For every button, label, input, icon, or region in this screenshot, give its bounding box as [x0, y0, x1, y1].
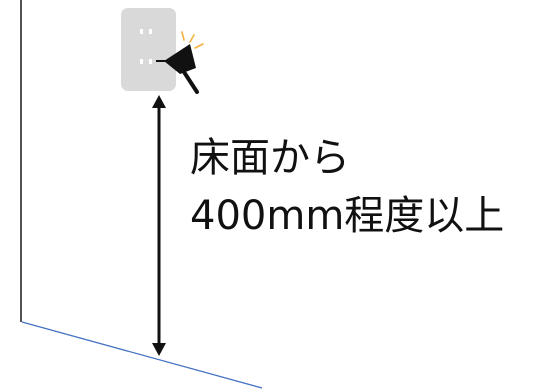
spark-icon [181, 31, 204, 49]
height-label-line1: 床面から [190, 135, 350, 181]
height-label-line2: 400mm程度以上 [190, 193, 505, 239]
arrow-head-bottom [152, 343, 166, 356]
height-arrow [152, 95, 166, 356]
floor-line [21, 321, 263, 389]
arrow-head-top [152, 95, 166, 108]
wall-outlet-icon [121, 8, 176, 91]
power-plug-icon [156, 44, 199, 94]
